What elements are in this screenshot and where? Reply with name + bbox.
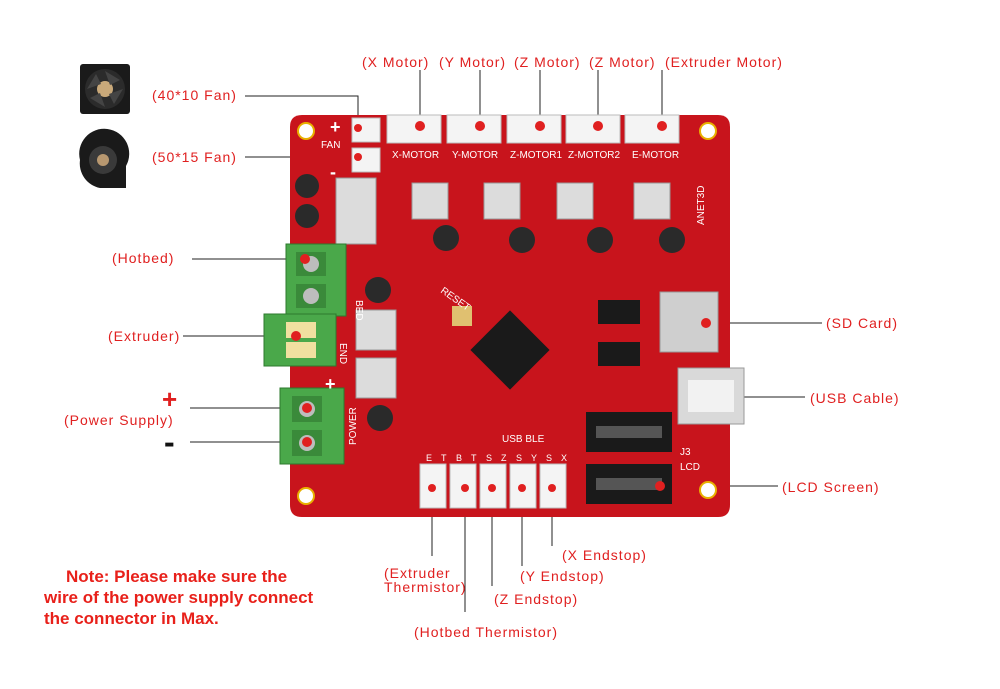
silk-pin: S <box>486 453 492 463</box>
silk-board: ANET3D <box>696 186 707 225</box>
label-extruder-thermistor: (Extruder Thermistor) <box>384 566 467 594</box>
silk-z-motor1: Z-MOTOR1 <box>510 150 562 161</box>
power-note: Note: Please make sure the wire of the p… <box>44 566 313 629</box>
label-extruder: (Extruder) <box>108 328 181 344</box>
label-extruder-motor: (Extruder Motor) <box>665 54 783 70</box>
label-z-motor-1: (Z Motor) <box>514 54 581 70</box>
silk-fan: FAN <box>321 140 340 151</box>
silk-pin: T <box>471 453 477 463</box>
fan-40-icon <box>80 64 130 114</box>
label-fan-50: (50*15 Fan) <box>152 149 237 165</box>
power-terminal <box>279 387 345 465</box>
power-plus-mark: + <box>325 374 336 394</box>
silk-pin: S <box>516 453 522 463</box>
silk-j3: J3 <box>680 447 691 458</box>
label-lcd-screen: (LCD Screen) <box>782 479 880 495</box>
extruder-terminal <box>263 313 337 367</box>
label-z-endstop: (Z Endstop) <box>494 591 579 607</box>
silk-lcd: LCD <box>680 462 700 473</box>
label-usb-cable: (USB Cable) <box>810 390 900 406</box>
label-sd-card: (SD Card) <box>826 315 899 331</box>
silk-pin: Y <box>531 453 537 463</box>
pcb-board <box>290 114 745 517</box>
label-y-motor: (Y Motor) <box>439 54 507 70</box>
label-hotbed: (Hotbed) <box>112 250 175 266</box>
label-extruder-thermistor-line2: Thermistor) <box>384 579 467 595</box>
fan-50-icon <box>79 128 130 188</box>
label-power-supply: (Power Supply) <box>64 412 174 428</box>
fan-minus-mark: - <box>330 162 336 182</box>
silk-y-motor: Y-MOTOR <box>452 150 498 161</box>
label-hotbed-thermistor: (Hotbed Thermistor) <box>414 624 559 640</box>
silk-pin: B <box>456 453 462 463</box>
silkscreen: FAN X-MOTOR Y-MOTOR Z-MOTOR1 Z-MOTOR2 E-… <box>321 140 707 473</box>
label-fan-40: (40*10 Fan) <box>152 87 237 103</box>
label-x-motor: (X Motor) <box>362 54 430 70</box>
silk-x-motor: X-MOTOR <box>392 150 439 161</box>
silk-usb-ble: USB BLE <box>502 434 545 445</box>
silk-bed: BED <box>353 300 364 321</box>
silk-end: END <box>337 343 348 364</box>
label-y-endstop: (Y Endstop) <box>520 568 605 584</box>
label-x-endstop: (X Endstop) <box>562 547 647 563</box>
silk-e-motor: E-MOTOR <box>632 150 679 161</box>
label-z-motor-2: (Z Motor) <box>589 54 656 70</box>
note-line-3: the connector in Max. <box>44 609 219 628</box>
silk-z-motor2: Z-MOTOR2 <box>568 150 620 161</box>
silk-power: POWER <box>348 407 359 445</box>
note-line-2: wire of the power supply connect <box>44 588 314 607</box>
power-minus-sign: - <box>164 424 175 460</box>
silk-pin: E <box>426 453 432 463</box>
note-line-1: Note: Please make sure the <box>66 567 288 586</box>
fan-plus-mark: + <box>330 117 341 137</box>
silk-pin: Z <box>501 453 507 463</box>
power-plus-sign: + <box>162 384 178 414</box>
silk-pin: X <box>561 453 567 463</box>
hotbed-terminal <box>285 243 347 317</box>
silk-pin: T <box>441 453 447 463</box>
silk-pin: S <box>546 453 552 463</box>
label-extruder-thermistor-line1: (Extruder <box>384 565 451 581</box>
